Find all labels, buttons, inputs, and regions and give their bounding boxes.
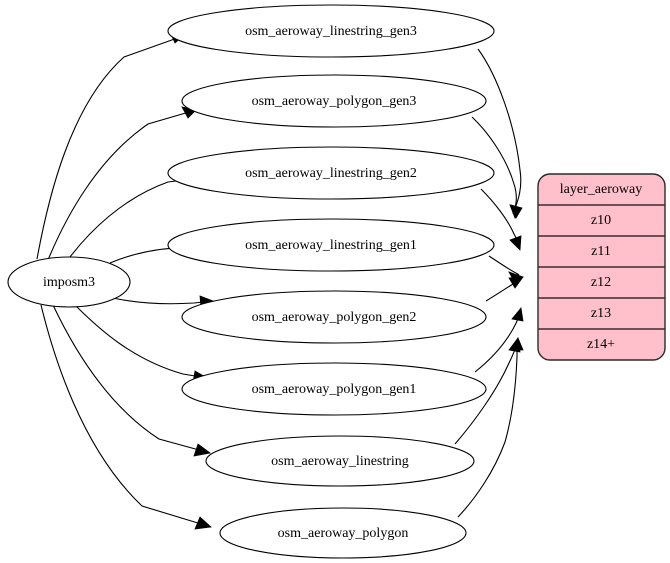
osm_aeroway_linestring_gen1-ellipse[interactable] bbox=[167, 218, 495, 272]
osm_aeroway_polygon_gen2-label: osm_aeroway_polygon_gen2 bbox=[252, 310, 417, 325]
osm_aeroway_linestring_gen3-ellipse[interactable] bbox=[167, 4, 495, 58]
imposm3-ellipse[interactable] bbox=[7, 256, 131, 308]
osm_aeroway_linestring_gen2-label: osm_aeroway_linestring_gen2 bbox=[245, 166, 417, 181]
edge-osm_aeroway_polygon_gen2-to-z12 bbox=[485, 276, 524, 302]
edge-osm_aeroway_polygon_gen1-to-z13 bbox=[474, 307, 524, 373]
osm_aeroway_polygon_gen3-ellipse[interactable] bbox=[181, 74, 487, 128]
edge-osm_aeroway_linestring_gen2-to-z11 bbox=[480, 188, 522, 251]
edge-osm_aeroway_polygon_gen3-to-z10 bbox=[471, 116, 523, 219]
edge-group-tables-to-layer bbox=[454, 48, 524, 518]
node-osm_aeroway_linestring_gen3[interactable]: osm_aeroway_linestring_gen3 bbox=[167, 4, 495, 58]
layer_aeroway-row-z13[interactable]: z13 bbox=[591, 306, 611, 321]
edge-imposm3-to-osm_aeroway_polygon_gen3 bbox=[47, 106, 197, 261]
osm_aeroway_polygon-ellipse[interactable] bbox=[219, 507, 467, 559]
osm_aeroway_linestring_gen2-ellipse[interactable] bbox=[167, 146, 495, 200]
node-layer_aeroway[interactable]: layer_aeroway z10 z11 z12 z13 z14+ bbox=[537, 173, 666, 361]
layer_aeroway-row-z12[interactable]: z12 bbox=[591, 275, 611, 290]
edge-osm_aeroway_polygon-to-z14plus bbox=[457, 337, 524, 518]
node-osm_aeroway_linestring_gen1[interactable]: osm_aeroway_linestring_gen1 bbox=[167, 218, 495, 272]
node-osm_aeroway_polygon[interactable]: osm_aeroway_polygon bbox=[219, 507, 467, 559]
node-osm_aeroway_polygon_gen2[interactable]: osm_aeroway_polygon_gen2 bbox=[181, 290, 487, 344]
osm_aeroway_polygon_gen1-label: osm_aeroway_polygon_gen1 bbox=[252, 382, 417, 397]
edge-imposm3-to-osm_aeroway_linestring bbox=[52, 304, 211, 457]
osm_aeroway_linestring_gen3-label: osm_aeroway_linestring_gen3 bbox=[245, 24, 417, 39]
node-osm_aeroway_polygon_gen3[interactable]: osm_aeroway_polygon_gen3 bbox=[181, 74, 487, 128]
node-osm_aeroway_linestring[interactable]: osm_aeroway_linestring bbox=[205, 435, 475, 487]
node-osm_aeroway_polygon_gen1[interactable]: osm_aeroway_polygon_gen1 bbox=[181, 362, 487, 416]
imposm3-label: imposm3 bbox=[43, 275, 95, 290]
osm_aeroway_polygon_gen1-ellipse[interactable] bbox=[181, 362, 487, 416]
layer_aeroway-row-z11[interactable]: z11 bbox=[591, 244, 611, 259]
osm_aeroway_linestring-ellipse[interactable] bbox=[205, 435, 475, 487]
osm_aeroway_linestring_gen1-label: osm_aeroway_linestring_gen1 bbox=[245, 238, 417, 253]
osm_aeroway_polygon_gen2-ellipse[interactable] bbox=[181, 290, 487, 344]
osm_aeroway_polygon-label: osm_aeroway_polygon bbox=[278, 526, 409, 541]
layer_aeroway-header-label: layer_aeroway bbox=[560, 182, 642, 197]
osm_aeroway_polygon_gen3-label: osm_aeroway_polygon_gen3 bbox=[252, 94, 417, 109]
edge-imposm3-to-osm_aeroway_linestring_gen3 bbox=[36, 31, 184, 260]
layer_aeroway-row-z14plus[interactable]: z14+ bbox=[587, 337, 615, 352]
layer_aeroway-row-z10[interactable]: z10 bbox=[591, 213, 611, 228]
node-imposm3[interactable]: imposm3 bbox=[7, 256, 131, 308]
edge-imposm3-to-osm_aeroway_polygon bbox=[40, 304, 212, 530]
osm_aeroway_linestring-label: osm_aeroway_linestring bbox=[271, 454, 409, 469]
node-osm_aeroway_linestring_gen2[interactable]: osm_aeroway_linestring_gen2 bbox=[167, 146, 495, 200]
